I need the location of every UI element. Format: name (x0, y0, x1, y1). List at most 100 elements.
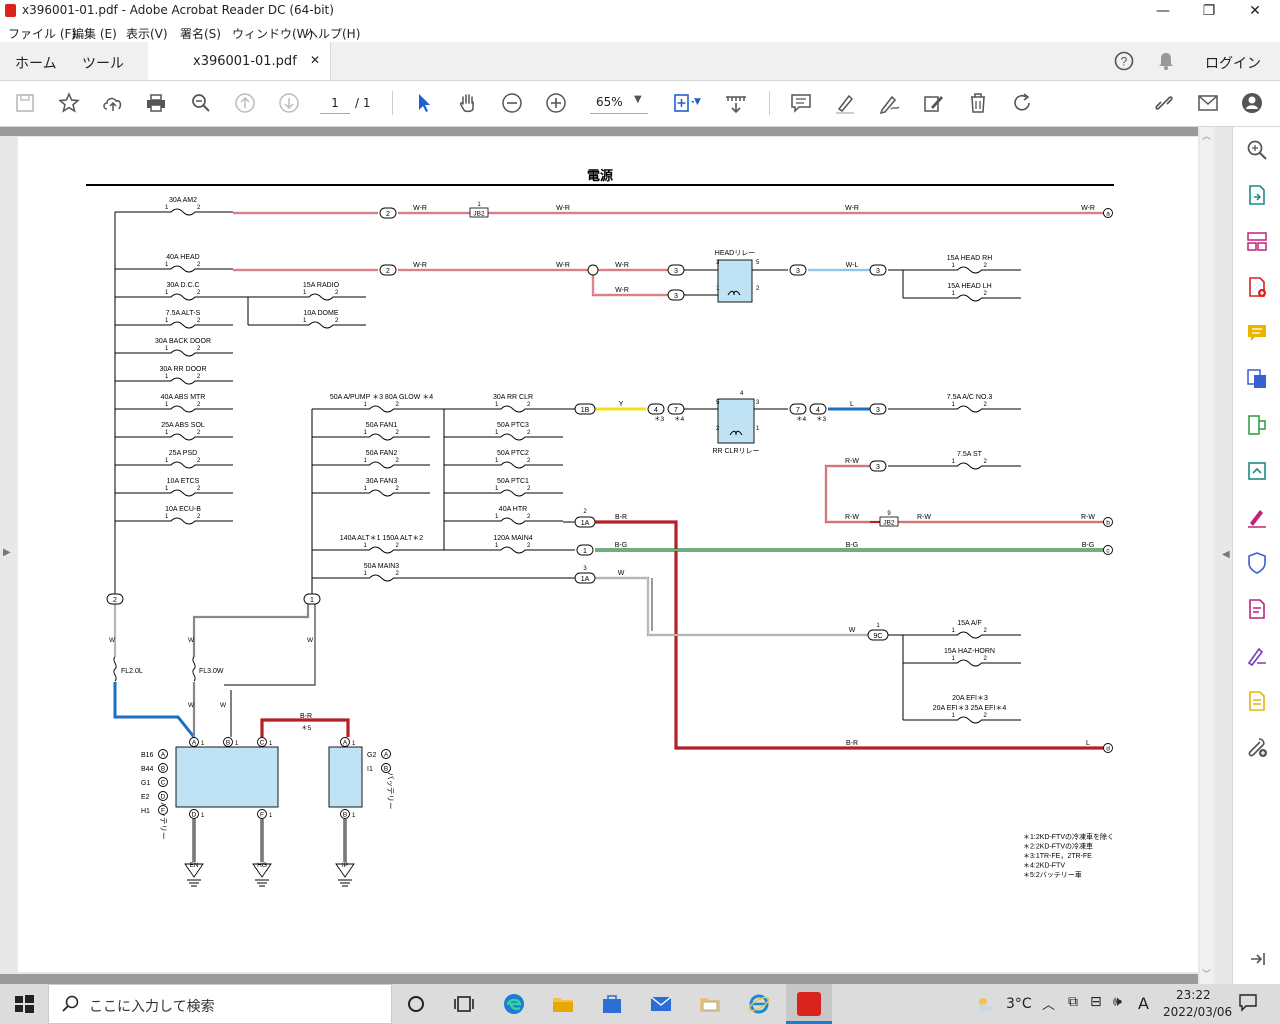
request-signature-icon[interactable] (1245, 643, 1269, 667)
page-down-icon[interactable] (277, 91, 301, 115)
page-number-input[interactable]: 1 (320, 93, 350, 114)
combine-files-icon[interactable] (1245, 367, 1269, 391)
hand-tool-icon[interactable] (456, 91, 480, 115)
volume-icon[interactable]: 🕪 (1113, 994, 1122, 1010)
terminal (158, 777, 168, 787)
add-user-icon[interactable] (1240, 91, 1264, 115)
close-window-button[interactable]: ✕ (1249, 3, 1261, 19)
highlight-pen-icon[interactable] (833, 91, 857, 115)
diagram-label: E2 (141, 794, 150, 801)
cortana-icon[interactable] (404, 992, 428, 1016)
panel-expand-icon[interactable] (1245, 947, 1269, 971)
protect-shield-icon[interactable] (1245, 551, 1269, 575)
bell-icon[interactable] (1157, 51, 1175, 71)
tab-document[interactable]: x396001-01.pdf ✕ (148, 42, 331, 80)
fill-sign-icon[interactable] (1245, 505, 1269, 529)
organize-pages-icon[interactable] (1245, 229, 1269, 253)
edit-pdf-icon[interactable] (1245, 597, 1269, 621)
scroll-up-arrow-icon[interactable]: ︿ (1202, 132, 1212, 142)
tray-chevron-icon[interactable]: ︿ (1042, 998, 1056, 1013)
comment-icon[interactable] (789, 91, 813, 115)
pin-number: 1 (364, 543, 368, 549)
select-cursor-icon[interactable] (412, 91, 436, 115)
page-up-icon[interactable] (233, 91, 257, 115)
right-panel-collapse-icon[interactable]: ◀ (1222, 549, 1230, 560)
tab-close-icon[interactable]: ✕ (310, 53, 321, 67)
login-button[interactable]: ログイン (1205, 56, 1261, 72)
fuse-symbol (463, 433, 563, 441)
left-panel-toggle-icon[interactable]: ▶ (3, 547, 11, 558)
vertical-scrollbar[interactable]: ︿ ﹀ (1200, 127, 1214, 984)
scroll-mode-icon[interactable] (724, 91, 748, 115)
bookmark-star-icon[interactable] (57, 91, 81, 115)
ime-indicator[interactable]: A (1138, 994, 1149, 1013)
fuse-label: 7.5A A/C NO.3 (947, 394, 993, 401)
menu-edit[interactable]: 編集 (E) (72, 27, 117, 41)
acrobat-taskbar-button[interactable] (786, 984, 832, 1024)
menu-sign[interactable]: 署名(S) (180, 27, 221, 41)
share-link-icon[interactable] (1152, 91, 1176, 115)
mail-app-icon[interactable] (649, 992, 673, 1016)
scroll-down-arrow-icon[interactable]: ﹀ (1202, 970, 1212, 980)
terminal-label: B (226, 740, 230, 747)
tab-home[interactable]: ホーム (15, 56, 57, 72)
store-icon[interactable] (600, 992, 624, 1016)
tray-device-icon[interactable]: ⧉ (1068, 994, 1078, 1010)
menu-file[interactable]: ファイル (F) (8, 27, 77, 41)
diagram-label: W (109, 637, 116, 644)
menu-view[interactable]: 表示(V) (126, 27, 168, 41)
task-view-icon[interactable] (452, 992, 476, 1016)
folder-app-icon[interactable] (698, 992, 722, 1016)
rotate-icon[interactable] (1010, 91, 1034, 115)
notification-icon[interactable] (1238, 992, 1258, 1015)
draw-pen-icon[interactable] (877, 91, 901, 115)
export-pdf-icon[interactable] (1245, 183, 1269, 207)
fit-page-dropdown-icon[interactable]: ▼ (694, 97, 701, 107)
edge-browser-icon[interactable] (502, 992, 526, 1016)
save-icon[interactable] (13, 91, 37, 115)
tab-tools[interactable]: ツール (82, 56, 124, 72)
mail-icon[interactable] (1196, 91, 1220, 115)
zoom-in-icon[interactable] (544, 91, 568, 115)
weather-icon[interactable] (974, 992, 998, 1016)
internet-explorer-icon[interactable] (747, 992, 771, 1016)
maximize-button[interactable]: ❐ (1202, 3, 1216, 19)
menu-help[interactable]: ヘルプ(H) (306, 27, 361, 41)
relay-coil (729, 430, 743, 436)
clock-time[interactable]: 23:22 (1176, 988, 1211, 1002)
compress-pdf-icon[interactable] (1245, 413, 1269, 437)
pin-number: 1 (495, 430, 499, 436)
fuse-symbol (918, 631, 1021, 639)
taskbar-search[interactable]: ここに入力して検索 (48, 984, 392, 1024)
windows-start-icon[interactable] (12, 992, 36, 1016)
trash-icon[interactable] (966, 91, 990, 115)
menu-window[interactable]: ウィンドウ(W) (232, 27, 314, 41)
fit-page-icon[interactable] (670, 91, 695, 115)
network-icon[interactable]: ⊟ (1090, 994, 1102, 1010)
clock-date[interactable]: 2022/03/06 (1163, 1005, 1233, 1019)
zoom-search-icon[interactable] (189, 91, 213, 115)
fuse-symbol (333, 433, 430, 441)
send-for-review-icon[interactable] (1245, 459, 1269, 483)
fuse-symbol (133, 321, 233, 329)
edit-sign-icon[interactable] (921, 91, 945, 115)
print-icon[interactable] (144, 91, 168, 115)
file-explorer-icon[interactable] (551, 992, 575, 1016)
more-tools-icon[interactable] (1245, 735, 1269, 759)
upload-cloud-icon[interactable] (101, 91, 125, 115)
search-zoom-icon[interactable] (1245, 138, 1269, 162)
fuse-label: 15A HAZ-HORN (944, 648, 995, 655)
fuse-symbol (333, 461, 430, 469)
comment-tool-icon[interactable] (1245, 321, 1269, 345)
zoom-out-icon[interactable] (500, 91, 524, 115)
create-pdf-icon[interactable] (1245, 275, 1269, 299)
prepare-form-icon[interactable] (1245, 689, 1269, 713)
connector-label: 3 (796, 268, 800, 275)
help-icon[interactable]: ? (1114, 51, 1134, 71)
zoom-select[interactable]: 65% ▼ (590, 93, 648, 114)
minimize-button[interactable]: — (1156, 3, 1170, 19)
